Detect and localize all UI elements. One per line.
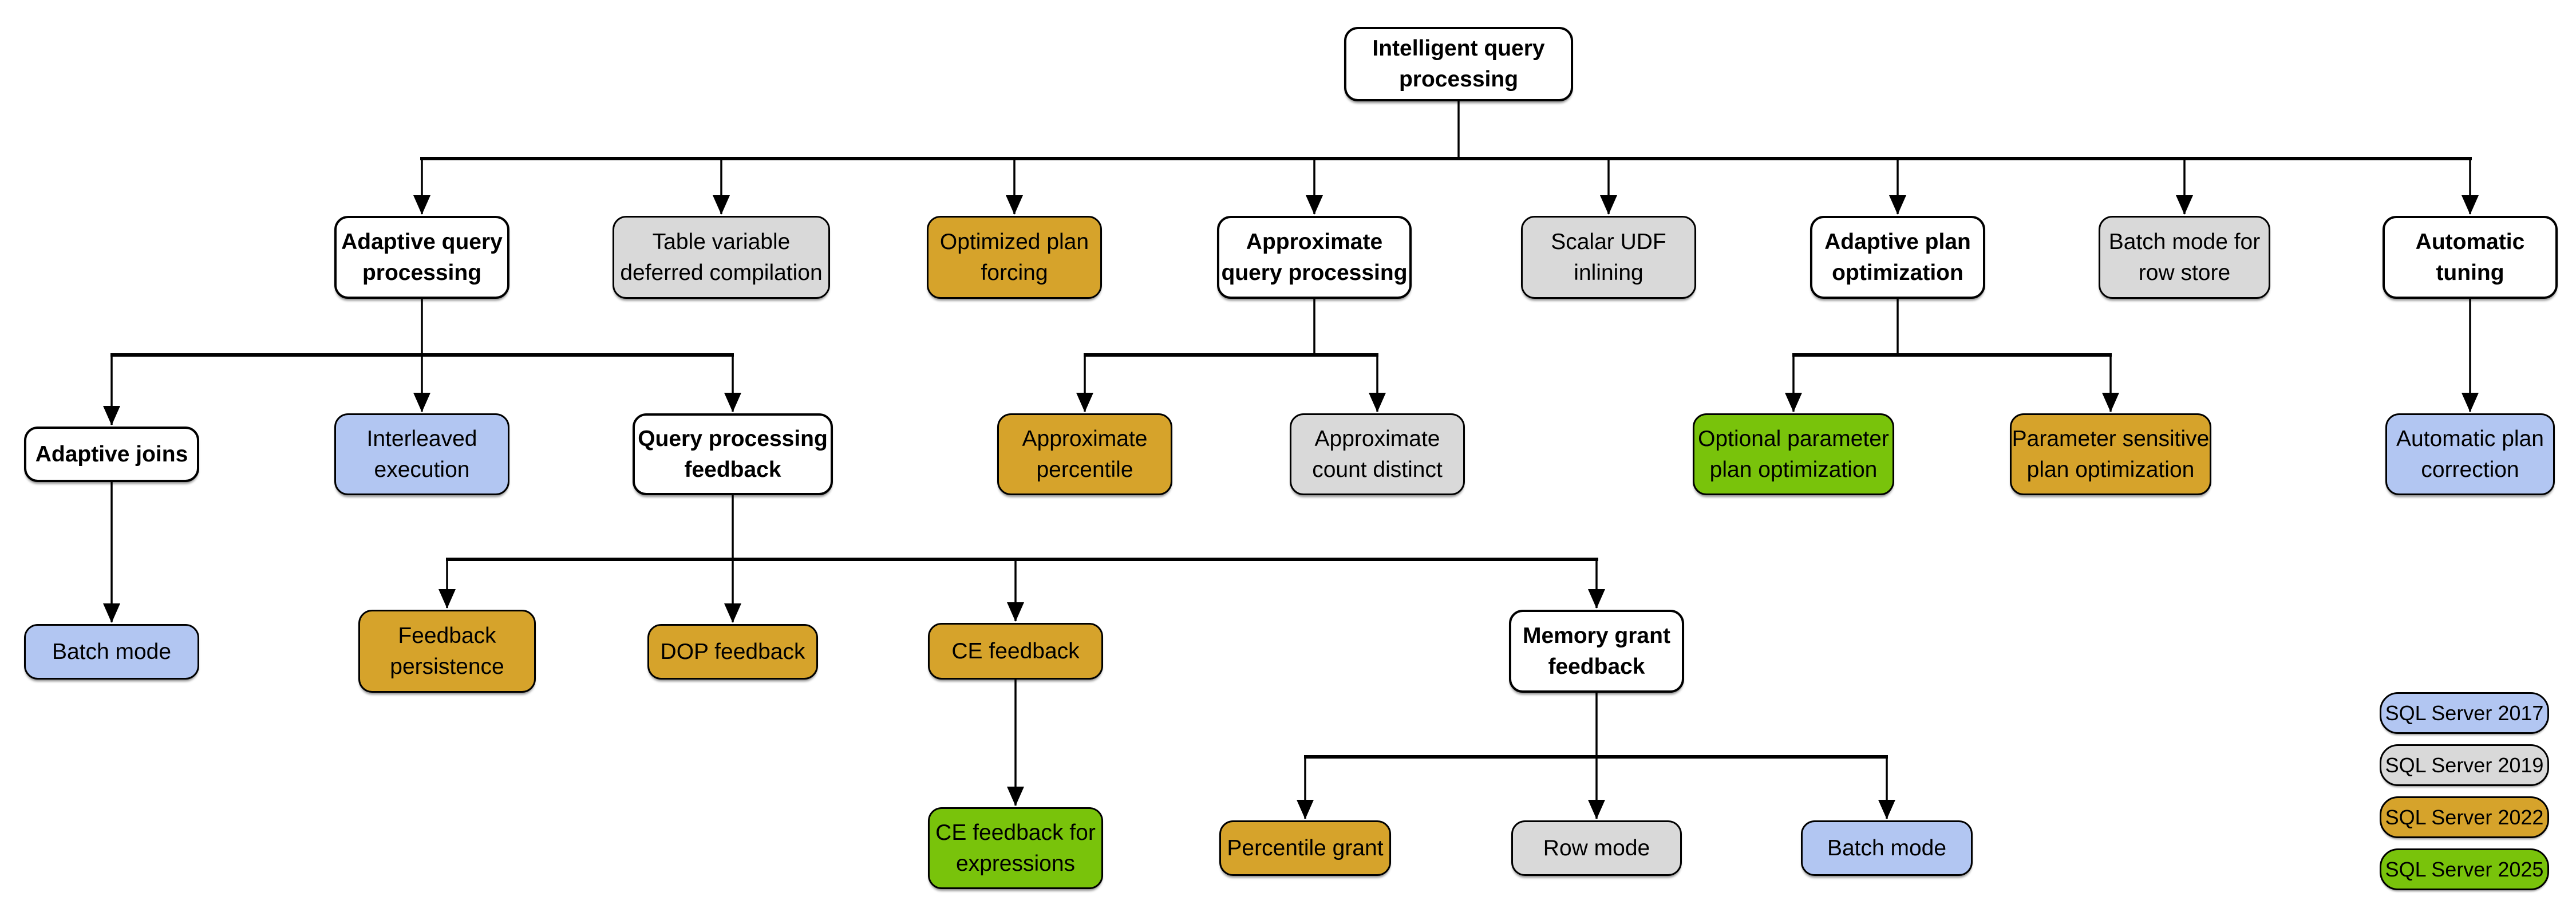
- edges-adaptive-plan-optimization: [1785, 299, 2119, 412]
- node-batch-mode-adaptive-joins: Batch mode: [24, 624, 199, 680]
- node-percentile-grant: Percentile grant: [1219, 820, 1391, 876]
- node-approximate-percentile: Approximate percentile: [997, 413, 1172, 495]
- node-scalar-udf-inlining: Scalar UDF inlining: [1521, 216, 1696, 299]
- node-adaptive-plan-optimization: Adaptive plan optimization: [1810, 216, 1985, 299]
- node-approximate-count-distinct: Approximate count distinct: [1290, 413, 1465, 495]
- node-ce-feedback: CE feedback: [928, 623, 1103, 680]
- node-optional-parameter-plan-optimization: Optional parameter plan optimization: [1693, 413, 1894, 495]
- legend-sql-server-2025: SQL Server 2025: [2380, 848, 2549, 890]
- node-adaptive-query-processing: Adaptive query processing: [334, 216, 509, 299]
- node-interleaved-execution: Interleaved execution: [334, 413, 509, 495]
- node-row-mode: Row mode: [1511, 820, 1682, 876]
- node-intelligent-query-processing: Intelligent query processing: [1344, 27, 1573, 101]
- node-memory-grant-feedback: Memory grant feedback: [1509, 610, 1684, 693]
- edges-root-to-level2: [413, 101, 2479, 215]
- node-optimized-plan-forcing: Optimized plan forcing: [927, 216, 1102, 299]
- node-batch-mode-for-row-store: Batch mode for row store: [2099, 216, 2270, 299]
- node-automatic-plan-correction: Automatic plan correction: [2385, 413, 2555, 495]
- edges-approximate-query-processing: [1076, 299, 1386, 412]
- node-feedback-persistence: Feedback persistence: [358, 610, 536, 693]
- legend-sql-server-2022: SQL Server 2022: [2380, 796, 2549, 838]
- node-parameter-sensitive-plan-optimization: Parameter sensitive plan optimization: [2010, 413, 2211, 495]
- node-automatic-tuning: Automatic tuning: [2383, 216, 2558, 299]
- node-dop-feedback: DOP feedback: [647, 624, 818, 680]
- node-query-processing-feedback: Query processing feedback: [633, 413, 833, 495]
- node-ce-feedback-for-expressions: CE feedback for expressions: [928, 807, 1103, 889]
- legend-sql-server-2019: SQL Server 2019: [2380, 744, 2549, 786]
- legend-sql-server-2017: SQL Server 2017: [2380, 692, 2549, 734]
- edges-query-processing-feedback: [438, 495, 1605, 623]
- node-approximate-query-processing: Approximate query processing: [1217, 216, 1412, 299]
- node-table-variable-deferred-compilation: Table variable deferred compilation: [613, 216, 830, 299]
- node-adaptive-joins: Adaptive joins: [24, 427, 199, 482]
- edges-memory-grant-feedback: [1297, 693, 1895, 819]
- node-batch-mode-memory-grant: Batch mode: [1801, 820, 1973, 876]
- edges-adaptive-query-processing: [103, 299, 741, 425]
